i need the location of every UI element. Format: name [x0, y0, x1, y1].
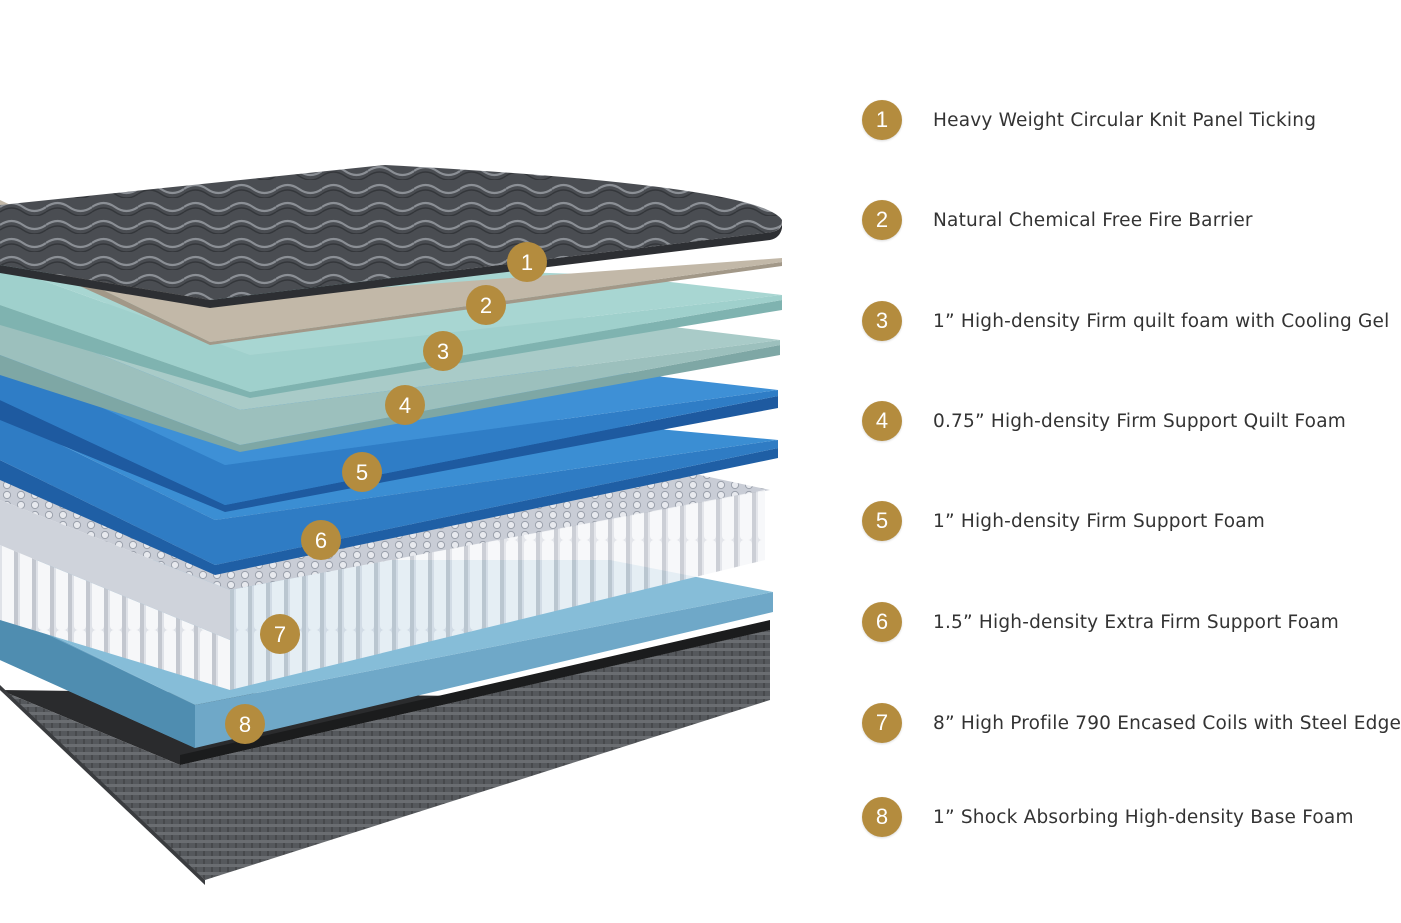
- layer-1-ticking: [0, 165, 782, 308]
- marker-circle: [507, 242, 547, 282]
- legend-number-badge: 8: [862, 797, 902, 837]
- legend-number-badge: 6: [862, 602, 902, 642]
- legend-label: 1” High-density Firm Support Foam: [933, 510, 1266, 532]
- marker-number: 3: [437, 339, 449, 364]
- diagram-marker-3: 3: [423, 331, 463, 371]
- legend-item-1: 1 Heavy Weight Circular Knit Panel Tickin…: [862, 98, 1390, 142]
- diagram-marker-7: 7: [260, 614, 300, 654]
- marker-circle: [342, 452, 382, 492]
- legend-item-6: 6 1.5” High-density Extra Firm Support Fo…: [862, 600, 1390, 644]
- legend-label: 1.5” High-density Extra Firm Support Foa…: [933, 611, 1339, 633]
- layer-2-fire-barrier: [0, 200, 782, 345]
- legend-label: Natural Chemical Free Fire Barrier: [933, 209, 1253, 231]
- diagram-marker-1: 1: [507, 242, 547, 282]
- legend-number-badge: 4: [862, 401, 902, 441]
- marker-number: 2: [480, 293, 492, 318]
- legend-number-badge: 7: [862, 703, 902, 743]
- legend-label: Heavy Weight Circular Knit Panel Ticking: [933, 109, 1317, 131]
- legend-number-badge: 1: [862, 100, 902, 140]
- diagram-marker-2: 2: [466, 285, 506, 325]
- legend-item-4: 4 0.75” High-density Firm Support Quilt F…: [862, 399, 1390, 443]
- diagram-marker-5: 5: [342, 452, 382, 492]
- legend-item-8: 8 1” Shock Absorbing High-density Base Fo…: [862, 795, 1390, 839]
- legend-label: 8” High Profile 790 Encased Coils with S…: [933, 712, 1401, 734]
- diagram-marker-8: 8: [225, 704, 265, 744]
- legend-number-badge: 3: [862, 301, 902, 341]
- mattress-layers-diagram: 1 2 3 4 5 6 7 8: [0, 165, 782, 885]
- marker-number: 6: [315, 528, 327, 553]
- legend-item-2: 2 Natural Chemical Free Fire Barrier: [862, 198, 1390, 242]
- diagram-marker-4: 4: [385, 385, 425, 425]
- marker-circle: [225, 704, 265, 744]
- marker-number: 7: [274, 622, 286, 647]
- marker-circle: [385, 385, 425, 425]
- marker-circle: [301, 520, 341, 560]
- legend-label: 0.75” High-density Firm Support Quilt Fo…: [933, 410, 1346, 432]
- legend-label: 1” Shock Absorbing High-density Base Foa…: [933, 806, 1354, 828]
- legend-item-5: 5 1” High-density Firm Support Foam: [862, 499, 1390, 543]
- marker-circle: [260, 614, 300, 654]
- diagram-markers: 1 2 3 4 5 6 7 8: [225, 242, 547, 744]
- diagram-marker-6: 6: [301, 520, 341, 560]
- legend-item-7: 7 8” High Profile 790 Encased Coils with …: [862, 701, 1401, 745]
- marker-circle: [466, 285, 506, 325]
- layer-legend: 1 Heavy Weight Circular Knit Panel Tickin…: [862, 0, 1401, 923]
- legend-number-badge: 2: [862, 200, 902, 240]
- marker-number: 4: [399, 393, 411, 418]
- legend-number-badge: 5: [862, 501, 902, 541]
- marker-circle: [423, 331, 463, 371]
- legend-label: 1” High-density Firm quilt foam with Coo…: [933, 310, 1390, 332]
- marker-number: 5: [356, 460, 368, 485]
- marker-number: 8: [239, 712, 251, 737]
- legend-item-3: 3 1” High-density Firm quilt foam with Co…: [862, 299, 1390, 343]
- marker-number: 1: [521, 250, 533, 275]
